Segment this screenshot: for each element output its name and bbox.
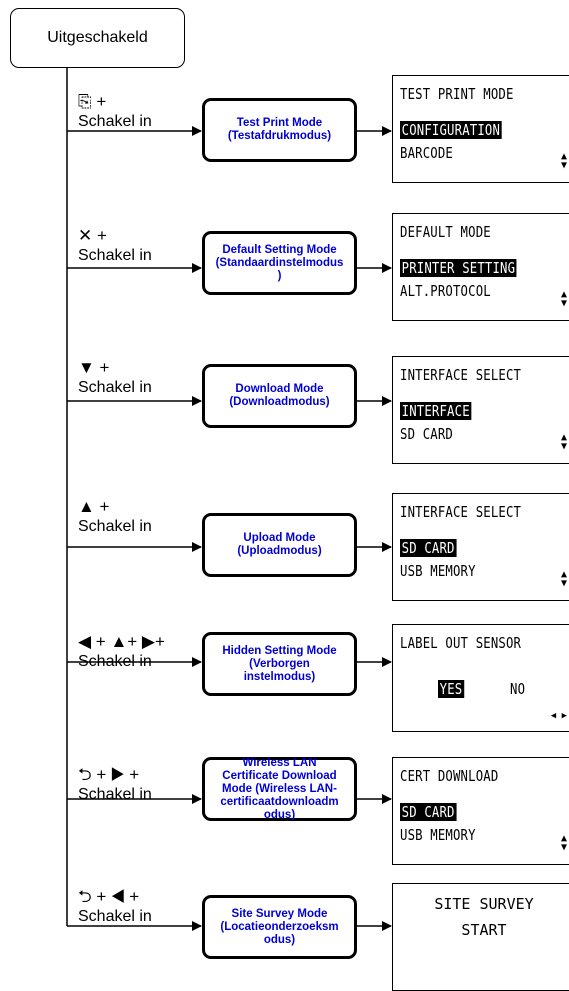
mode-name-line: odus) [263, 808, 296, 821]
up-down-arrows-icon: ▲▼ [560, 432, 567, 452]
up-down-arrows-icon: ▲▼ [560, 151, 567, 171]
lcd-selected-option: PRINTER SETTING [400, 259, 517, 277]
mode-name-line: (Verborgen [249, 657, 310, 670]
lcd-selected-option: SD CARD [400, 539, 457, 557]
mode-name-line: Wireless LAN [242, 756, 317, 769]
mode-name-line: Mode (Wireless LAN- [222, 782, 337, 795]
lcd-title: LABEL OUT SENSOR [400, 634, 522, 652]
lcd-title: CERT DOWNLOAD [400, 767, 499, 785]
key-icons: ⮌ + ◀ + [78, 887, 140, 906]
power-on-label: Schakel in [78, 113, 152, 130]
mode-name-line: (Testafdrukmodus) [227, 130, 332, 142]
lcd-selected-option: YES [438, 680, 464, 698]
key-combination: ⮌ + ▶ + Schakel in [78, 765, 152, 804]
mode-name-line: Certificate Download [222, 769, 337, 782]
mode-name-line: Hidden Setting Mode [222, 644, 337, 657]
mode-name-line: odus) [263, 933, 296, 946]
up-down-arrows-icon: ▲▼ [560, 569, 567, 589]
lcd-display: INTERFACE SELECT SD CARD USB MEMORY ▲▼ [392, 493, 569, 601]
mode-name-line: (Uploadmodus) [237, 545, 322, 557]
key-combination: ◀ + ▲+ ▶+ Schakel in [78, 632, 165, 671]
lcd-selected-option: CONFIGURATION [400, 121, 502, 139]
key-combination: ✕ + Schakel in [78, 226, 152, 265]
mode-name-line: (Downloadmodus) [229, 396, 330, 408]
up-down-arrows-icon: ▲▼ [560, 289, 567, 309]
mode-name-line: Test Print Mode [236, 117, 323, 129]
mode-name-line: certificaatdownloadm [220, 795, 339, 808]
lcd-option: NO [510, 680, 526, 698]
lcd-display: TEST PRINT MODE CONFIGURATION BARCODE ▲▼ [392, 75, 569, 183]
start-label: Uitgeschakeld [47, 29, 148, 46]
key-icons: ▲ + [78, 497, 110, 516]
lcd-option: USB MEMORY [400, 826, 476, 844]
power-on-label: Schakel in [78, 379, 152, 396]
lcd-display: LABEL OUT SENSOR YES NO ◀ ▶ [392, 624, 569, 732]
power-on-label: Schakel in [78, 653, 152, 670]
key-combination: ▲ + Schakel in [78, 497, 152, 536]
lcd-option: BARCODE [400, 144, 453, 162]
key-combination: ⎘ + Schakel in [78, 92, 152, 131]
power-on-label: Schakel in [78, 908, 152, 925]
mode-box: Upload Mode(Uploadmodus) [202, 513, 357, 577]
lcd-selected-option: INTERFACE [400, 402, 472, 420]
lcd-title: DEFAULT MODE [400, 223, 491, 241]
key-icons: ▼ + [78, 358, 110, 377]
power-on-label: Schakel in [78, 786, 152, 803]
key-icons: ⮌ + ▶ + [78, 765, 140, 784]
lcd-title: INTERFACE SELECT [400, 366, 522, 384]
mode-box: Download Mode(Downloadmodus) [202, 364, 357, 428]
power-on-label: Schakel in [78, 247, 152, 264]
lcd-display: INTERFACE SELECT INTERFACE SD CARD ▲▼ [392, 356, 569, 464]
key-icons: ✕ + [78, 226, 107, 245]
key-combination: ▼ + Schakel in [78, 358, 152, 397]
mode-name-line: (Locatieonderzoeksm [220, 920, 339, 933]
up-down-arrows-icon: ▲▼ [560, 833, 567, 853]
lcd-display: CERT DOWNLOAD SD CARD USB MEMORY ▲▼ [392, 757, 569, 865]
key-icons: ⎘ + [78, 92, 107, 111]
mode-box: Default Setting Mode(Standaardinstelmodu… [202, 231, 357, 295]
left-right-arrows-icon: ◀ ▶ [550, 711, 567, 721]
lcd-title: SITE SURVEY [434, 895, 534, 913]
mode-name-line: Upload Mode [243, 532, 316, 544]
mode-name-line: instelmodus) [243, 670, 316, 683]
power-off-state-box: Uitgeschakeld [10, 8, 185, 68]
key-icons: ◀ + ▲+ ▶+ [78, 632, 165, 651]
mode-name-line: Download Mode [235, 383, 324, 395]
lcd-display: SITE SURVEY START [392, 883, 569, 991]
lcd-option: START [461, 921, 507, 939]
mode-box: Test Print Mode(Testafdrukmodus) [202, 98, 357, 162]
mode-name-line: (Standaardinstelmodus [215, 256, 344, 269]
lcd-option: ALT.PROTOCOL [400, 282, 491, 300]
lcd-option: SD CARD [400, 425, 453, 443]
mode-name-line: ) [277, 269, 282, 282]
mode-name-line: Site Survey Mode [231, 907, 328, 920]
lcd-display: DEFAULT MODE PRINTER SETTING ALT.PROTOCOL ▲… [392, 213, 569, 321]
lcd-selected-option: SD CARD [400, 803, 457, 821]
lcd-title: TEST PRINT MODE [400, 85, 514, 103]
key-combination: ⮌ + ◀ + Schakel in [78, 887, 152, 926]
lcd-option: USB MEMORY [400, 562, 476, 580]
mode-name-line: Default Setting Mode [222, 243, 337, 256]
power-on-label: Schakel in [78, 518, 152, 535]
lcd-title: INTERFACE SELECT [400, 503, 522, 521]
